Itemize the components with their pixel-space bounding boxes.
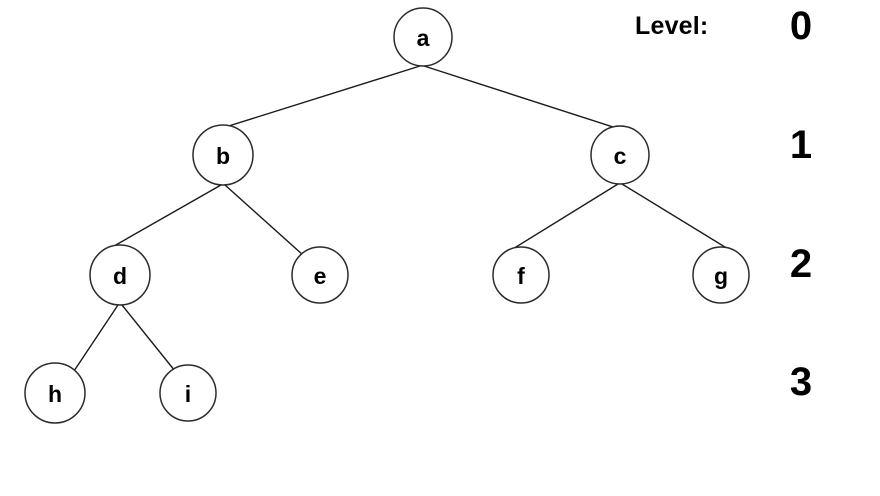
node-circle-e[interactable]: [291, 246, 349, 304]
tree-node-e[interactable]: e: [291, 246, 349, 304]
node-label-e: e: [314, 263, 327, 289]
tree-node-c[interactable]: c: [590, 125, 650, 185]
level-number-2: 2: [789, 242, 813, 286]
node-circle-i[interactable]: [159, 364, 217, 422]
edge-c-f: [502, 183, 619, 256]
edge-a-c: [423, 65, 642, 137]
edge-b-d: [99, 184, 222, 255]
tree-node-g[interactable]: g: [692, 246, 750, 304]
node-circle-g[interactable]: [692, 246, 750, 304]
edge-c-g: [621, 183, 739, 256]
node-circle-a[interactable]: [393, 7, 453, 67]
node-circle-c[interactable]: [590, 125, 650, 185]
node-label-i: i: [185, 381, 191, 407]
node-label-c: c: [614, 143, 627, 169]
level-number-1: 1: [789, 123, 813, 167]
node-circle-b[interactable]: [192, 124, 254, 186]
node-label-b: b: [216, 143, 230, 169]
node-circle-h[interactable]: [24, 362, 86, 424]
tree-node-h[interactable]: h: [24, 362, 86, 424]
edge-b-e: [224, 184, 304, 256]
tree-node-b[interactable]: b: [192, 124, 254, 186]
node-circle-f[interactable]: [492, 246, 550, 304]
node-label-h: h: [48, 381, 62, 407]
tree-node-f[interactable]: f: [492, 246, 550, 304]
edge-d-i: [121, 304, 176, 372]
nodes-layer: a b c d e f g h i: [24, 7, 750, 424]
edge-d-h: [73, 304, 119, 372]
tree-node-i[interactable]: i: [159, 364, 217, 422]
tree-node-a[interactable]: a: [393, 7, 453, 67]
level-number-0: 0: [789, 4, 813, 48]
level-number-3: 3: [789, 360, 813, 404]
node-label-a: a: [417, 25, 430, 51]
edges-layer: [73, 65, 739, 372]
node-label-f: f: [517, 263, 525, 289]
node-circle-d[interactable]: [89, 244, 151, 306]
node-label-g: g: [714, 263, 728, 289]
node-label-d: d: [113, 263, 127, 289]
edge-a-b: [199, 65, 421, 136]
level-caption-label: Level:: [635, 12, 709, 40]
tree-node-d[interactable]: d: [89, 244, 151, 306]
